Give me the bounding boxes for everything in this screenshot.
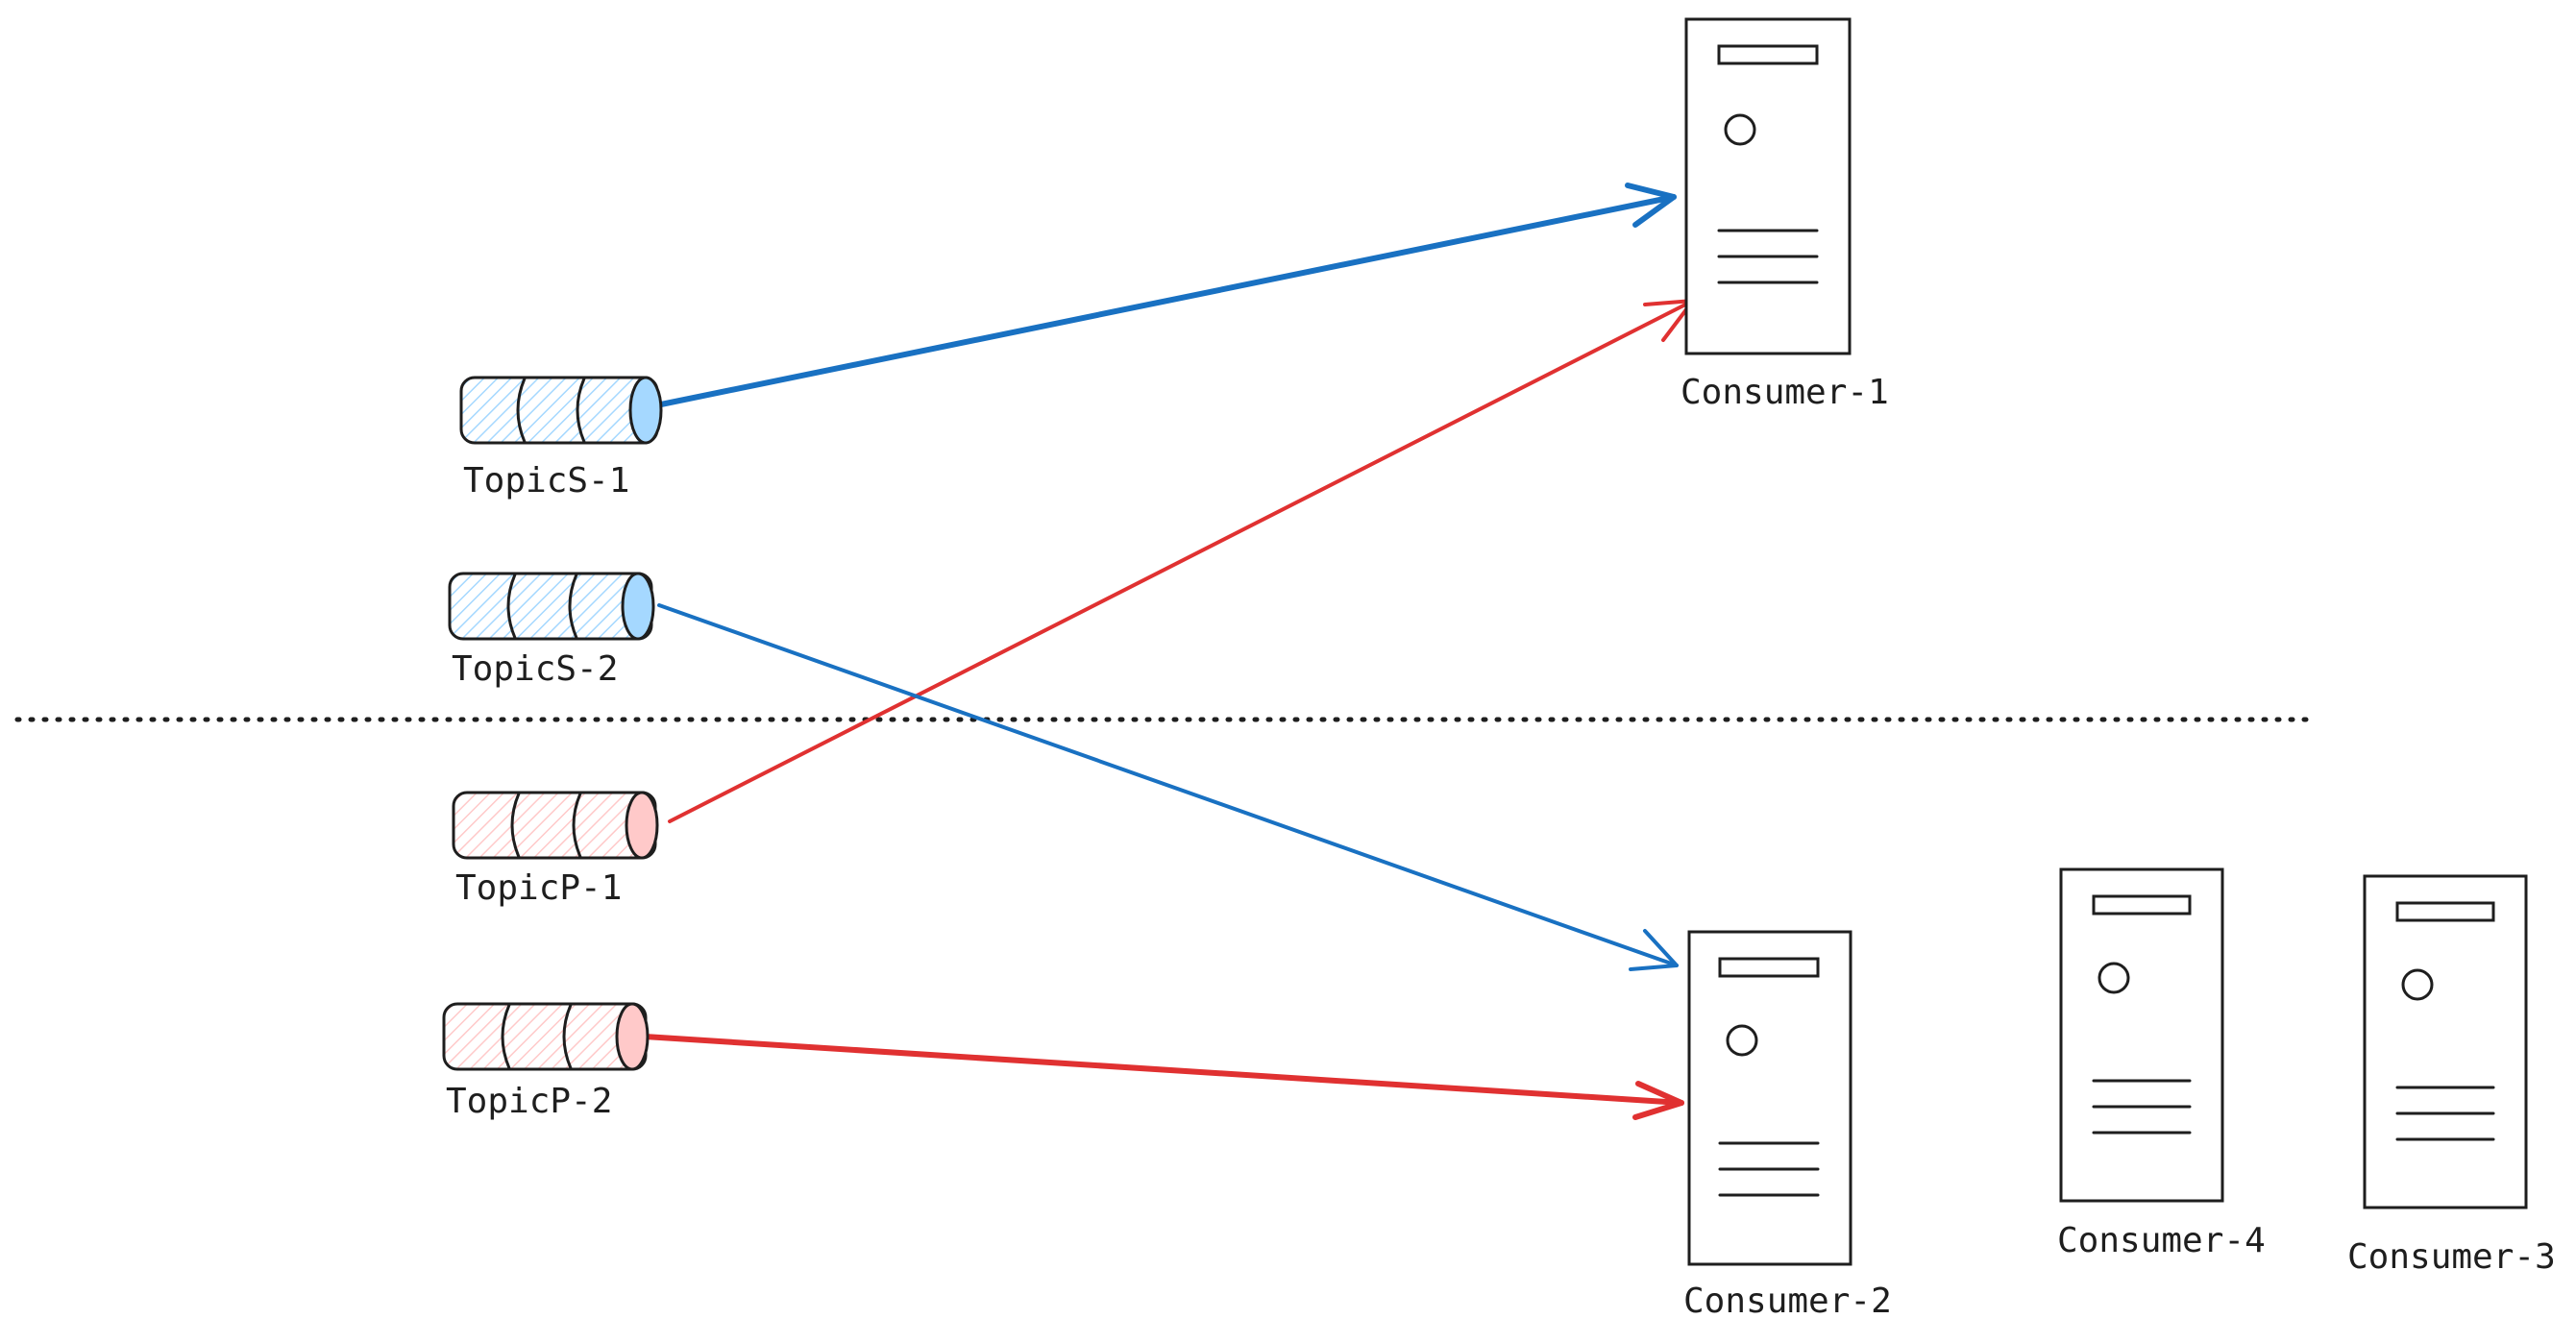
consumer-server-1: Consumer-1 (1681, 17, 1889, 412)
topic-label: TopicP-1 (455, 868, 622, 908)
topic-queue-topicp-1: TopicP-1 (452, 791, 659, 908)
connection-p1-to-consumer-1 (668, 299, 1695, 823)
topic-label: TopicS-1 (463, 461, 629, 501)
consumer-label: Consumer-3 (2347, 1237, 2556, 1277)
connection-s2-to-consumer-2 (657, 603, 1679, 971)
consumer-server-3: Consumer-3 (2347, 874, 2556, 1277)
topic-label: TopicP-2 (446, 1082, 612, 1121)
topic-queue-topics-2: TopicS-2 (448, 572, 655, 689)
consumer-server-2: Consumer-2 (1683, 930, 1892, 1321)
consumer-label: Consumer-2 (1683, 1282, 1892, 1321)
topic-queue-topicp-2: TopicP-2 (442, 1002, 650, 1121)
connection-s1-to-consumer-1 (653, 183, 1677, 408)
consumer-label: Consumer-4 (2057, 1221, 2266, 1260)
consumer-server-4: Consumer-4 (2057, 867, 2266, 1260)
topic-queue-topics-1: TopicS-1 (459, 376, 663, 501)
consumer-label: Consumer-1 (1681, 373, 1889, 412)
topic-label: TopicS-2 (452, 649, 618, 689)
connection-p2-to-consumer-2 (642, 1034, 1684, 1120)
